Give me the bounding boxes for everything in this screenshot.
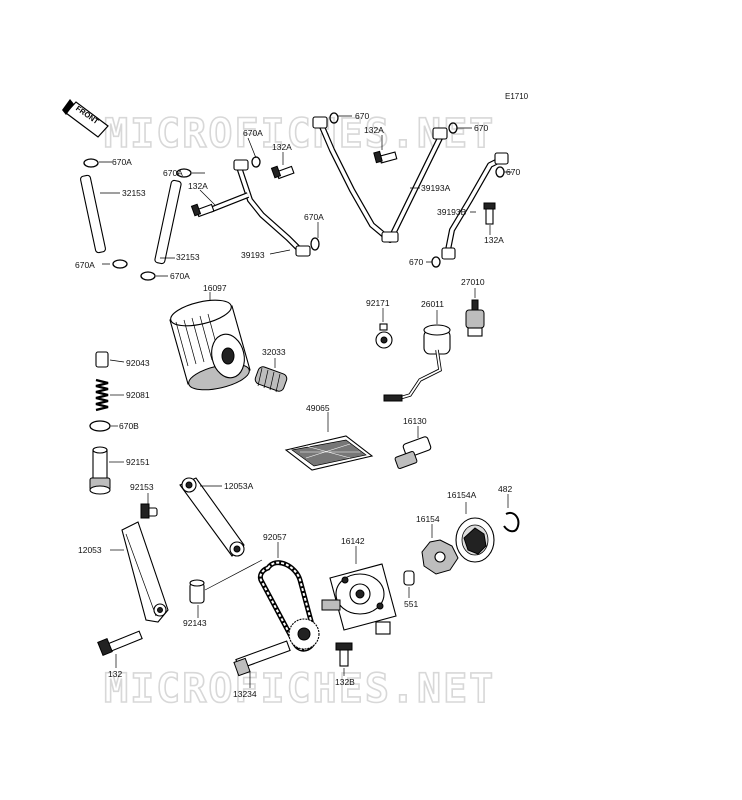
label-39193B: 39193B (437, 207, 467, 217)
label-132A-b: 132A (272, 142, 292, 152)
sprocket-shaft-13234 (233, 618, 320, 677)
label-12053A: 12053A (224, 481, 254, 491)
label-132B: 132B (335, 677, 355, 687)
o-ring-670-d (431, 256, 441, 268)
label-670-c: 670 (506, 167, 520, 177)
outer-rotor-16154A (455, 517, 495, 563)
label-16154: 16154 (416, 514, 440, 524)
pin-551 (403, 570, 415, 586)
oil-sensor-26011 (383, 324, 451, 402)
switch-27010 (465, 299, 485, 337)
label-39193: 39193 (241, 250, 265, 260)
label-551: 551 (404, 599, 418, 609)
label-670-d: 670 (409, 257, 423, 267)
label-92081: 92081 (126, 390, 150, 400)
watermark-bottom: MICROFICHES.NET (104, 666, 495, 712)
o-ring-670-c (495, 166, 505, 178)
o-ring-670A-e (251, 156, 261, 168)
strainer-32033 (254, 366, 288, 393)
oil-pipe-32153-right (154, 179, 182, 265)
label-92057: 92057 (263, 532, 287, 542)
inner-rotor-16154 (421, 539, 459, 575)
label-132: 132 (108, 669, 122, 679)
chain-guide-12053A (179, 477, 245, 557)
label-670-b: 670 (474, 123, 488, 133)
o-ring-670A-c (112, 259, 128, 269)
oil-filter-16097 (169, 299, 251, 391)
o-ring-670A-b (176, 168, 192, 178)
label-670-a: 670 (355, 111, 369, 121)
oil-pipe-39193A (312, 116, 448, 243)
label-32153-b: 32153 (176, 252, 200, 262)
o-ring-670A-a (83, 158, 99, 168)
label-16130: 16130 (403, 416, 427, 426)
label-92171: 92171 (366, 298, 390, 308)
label-132A-d: 132A (484, 235, 504, 245)
collar-92143 (189, 579, 205, 604)
front-arrow-icon: FRONT (62, 99, 109, 138)
label-16097: 16097 (203, 283, 227, 293)
label-670A-f: 670A (304, 212, 324, 222)
spring-92081 (95, 378, 109, 412)
label-32033: 32033 (262, 347, 286, 357)
bolt-132A-b (270, 165, 295, 180)
bolt-92153 (140, 503, 158, 519)
label-132A-c: 132A (364, 125, 384, 135)
o-ring-670A-f (310, 237, 320, 251)
label-92143: 92143 (183, 618, 207, 628)
bolt-132B (335, 642, 353, 667)
fitting-92151 (89, 446, 111, 495)
label-39193A: 39193A (421, 183, 451, 193)
o-ring-670-a (329, 112, 339, 124)
bolt-132 (97, 630, 143, 657)
label-670A-c: 670A (75, 260, 95, 270)
oil-pipe-32153-left (80, 174, 106, 254)
label-92043: 92043 (126, 358, 150, 368)
bolt-132A-d (483, 202, 496, 225)
oil-pump-16142 (321, 563, 397, 635)
label-132A-a: 132A (188, 181, 208, 191)
label-32153-a: 32153 (122, 188, 146, 198)
chain-guide-12053 (121, 521, 169, 623)
label-92153: 92153 (130, 482, 154, 492)
watermark-top: MICROFICHES.NET (104, 111, 495, 157)
label-670A-b: 670A (163, 168, 183, 178)
bolt-132A-a (190, 203, 215, 218)
label-670B: 670B (119, 421, 139, 431)
label-16154A: 16154A (447, 490, 477, 500)
fitting-16130 (394, 436, 432, 469)
label-670A-a: 670A (112, 157, 132, 167)
screen-49065 (284, 435, 374, 471)
label-49065: 49065 (306, 403, 330, 413)
oil-pipe-39193 (208, 159, 311, 257)
label-92151: 92151 (126, 457, 150, 467)
label-482: 482 (498, 484, 512, 494)
label-16142: 16142 (341, 536, 365, 546)
o-ring-670B (89, 420, 111, 432)
o-ring-670A-d (140, 271, 156, 281)
cap-92043 (95, 351, 109, 368)
oil-pipe-39193B (441, 152, 509, 260)
label-670A-e: 670A (243, 128, 263, 138)
label-26011: 26011 (421, 299, 444, 309)
bolt-132A-c (373, 150, 398, 164)
label-12053: 12053 (78, 545, 102, 555)
clamp-92171 (375, 323, 393, 349)
label-27010: 27010 (461, 277, 485, 287)
label-670A-d: 670A (170, 271, 190, 281)
circlip-482 (503, 512, 520, 533)
label-13234: 13234 (233, 689, 257, 699)
ref-code: E1710 (505, 92, 529, 101)
